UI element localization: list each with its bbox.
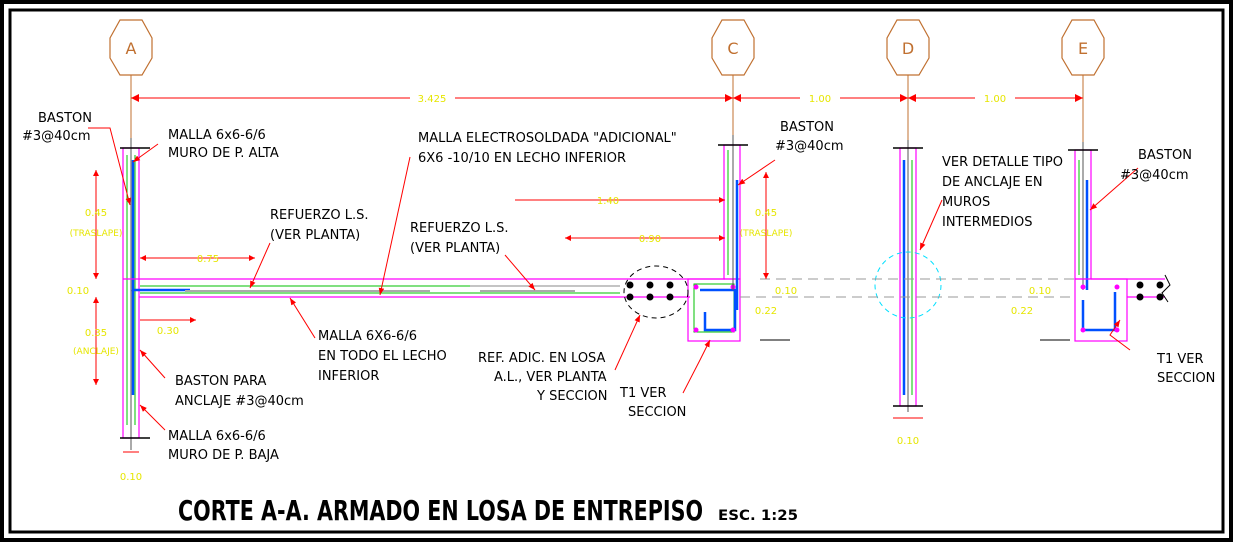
dim-de: 1.00	[984, 94, 1006, 105]
note-ver-det-1: VER DETALLE TIPO	[942, 155, 1063, 170]
note-ref-adic-2: A.L., VER PLANTA	[494, 370, 607, 385]
note-ref1-1: REFUERZO L.S.	[270, 208, 369, 223]
note-baston-c-1: BASTON	[780, 120, 834, 135]
beam-c	[687, 278, 741, 342]
note-baston-anc-1: BASTON PARA	[175, 374, 267, 389]
dim-left-010: 0.10	[67, 286, 89, 297]
dim-c-010: 0.10	[775, 286, 797, 297]
top-dimension: 3.425 1.00 1.00	[131, 94, 1083, 105]
grid-label-d: D	[902, 39, 914, 58]
dim-030: 0.30	[157, 326, 179, 337]
note-t1c-1: T1 VER	[619, 386, 666, 401]
wall-e	[1068, 142, 1171, 342]
note-ref-adic-1: REF. ADIC. EN LOSA	[478, 351, 606, 366]
left-dimensions: 0.45 (TRASLAPE) 0.10 0.35 (ANCLAJE) 0.75…	[67, 170, 255, 483]
wall-d	[740, 140, 1075, 412]
dim-bottom-010: 0.10	[120, 472, 142, 483]
note-malla-adic-2: 6X6 -10/10 EN LECHO INFERIOR	[418, 151, 626, 166]
dim-e-010: 0.10	[1029, 286, 1051, 297]
leader-lines	[88, 127, 1139, 431]
dim-left-anclaje: (ANCLAJE)	[73, 347, 119, 357]
grid-label-e: E	[1078, 39, 1088, 58]
grid-axis-e: E	[1061, 19, 1105, 150]
drawing-title: CORTE A-A. ARMADO EN LOSA DE ENTREPISO	[178, 494, 703, 527]
note-baston-a-2: #3@40cm	[22, 129, 91, 144]
note-baston-e-1: BASTON	[1138, 148, 1192, 163]
note-baston-c-2: #3@40cm	[775, 139, 844, 154]
note-t1e-1: T1 VER	[1156, 352, 1203, 367]
note-malla-adic-1: MALLA ELECTROSOLDADA "ADICIONAL"	[418, 131, 677, 146]
grid-label-a: A	[126, 39, 137, 58]
slab	[123, 278, 725, 298]
note-malla-inf-3: INFERIOR	[318, 369, 379, 384]
note-malla-baja-2: MURO DE P. BAJA	[168, 448, 279, 463]
dim-cd: 1.00	[809, 94, 831, 105]
note-baston-e-2: #3@40cm	[1120, 168, 1189, 183]
note-malla-alta-1: MALLA 6x6-6/6	[168, 128, 266, 143]
note-ref2-1: REFUERZO L.S.	[410, 221, 509, 236]
note-baston-anc-2: ANCLAJE #3@40cm	[175, 394, 304, 409]
note-ref1-2: (VER PLANTA)	[270, 228, 360, 243]
notes: BASTON #3@40cm MALLA 6x6-6/6 MURO DE P. …	[22, 111, 1215, 463]
note-t1c-2: SECCION	[628, 405, 686, 420]
note-ver-det-3: MUROS	[942, 195, 990, 210]
dim-075: 0.75	[197, 254, 219, 265]
additional-rebar-group	[623, 265, 689, 319]
note-malla-baja-1: MALLA 6x6-6/6	[168, 429, 266, 444]
dim-090: 0.90	[639, 234, 661, 245]
grid-axis-a: A	[109, 19, 153, 138]
grid-axis-c: C	[711, 19, 755, 138]
dim-left-045: 0.45	[85, 208, 107, 219]
dim-c-traslape: (TRASLAPE)	[740, 229, 793, 239]
dim-left-035: 0.35	[85, 328, 107, 339]
dim-e-022: 0.22	[1011, 306, 1033, 317]
note-malla-inf-1: MALLA 6X6-6/6	[318, 329, 417, 344]
wall-c	[718, 135, 748, 310]
note-malla-inf-2: EN TODO EL LECHO	[318, 349, 447, 364]
drawing-scale: ESC. 1:25	[718, 508, 798, 524]
wall-a	[120, 138, 190, 450]
dim-c-022: 0.22	[755, 306, 777, 317]
note-ref-adic-3: Y SECCION	[536, 389, 607, 404]
grid-label-c: C	[727, 39, 738, 58]
dim-left-traslape: (TRASLAPE)	[70, 229, 123, 239]
note-malla-alta-2: MURO DE P. ALTA	[168, 146, 279, 161]
note-ref2-2: (VER PLANTA)	[410, 241, 500, 256]
c-dimensions: 1.40 0.90 0.45 (TRASLAPE) 0.10 0.22 0.10…	[515, 172, 1070, 447]
grid-axis-d: D	[886, 19, 930, 140]
dim-c-045: 0.45	[755, 208, 777, 219]
note-t1e-2: SECCION	[1157, 371, 1215, 386]
note-ver-det-2: DE ANCLAJE EN	[942, 175, 1043, 190]
dim-140: 1.40	[597, 196, 619, 207]
inner-border	[8, 8, 1225, 534]
dim-d-010: 0.10	[897, 436, 919, 447]
dim-ac: 3.425	[418, 94, 447, 105]
note-baston-a-1: BASTON	[38, 111, 92, 126]
note-ver-det-4: INTERMEDIOS	[942, 215, 1033, 230]
